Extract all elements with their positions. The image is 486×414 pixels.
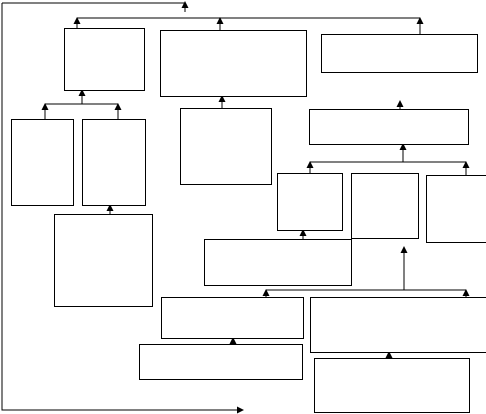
- diagram-box-13: [161, 297, 304, 339]
- diagram-box-4: [11, 119, 74, 206]
- diagram-box-2: [160, 30, 307, 97]
- connector-arrow-2: [1, 3, 244, 414]
- diagram-box-6: [180, 108, 272, 185]
- diagram-box-11: [426, 175, 486, 243]
- diagram-box-15: [139, 344, 303, 380]
- diagram-box-9: [277, 173, 343, 231]
- diagram-box-14: [310, 297, 486, 353]
- diagram-box-8: [54, 214, 153, 307]
- diagram-box-12: [204, 239, 352, 286]
- diagram-box-5: [82, 119, 146, 206]
- diagram-box-1: [64, 28, 145, 91]
- diagram-box-16: [314, 358, 470, 413]
- diagram-box-3: [321, 34, 478, 73]
- diagram-box-10: [351, 173, 419, 239]
- diagram-box-7: [309, 109, 469, 145]
